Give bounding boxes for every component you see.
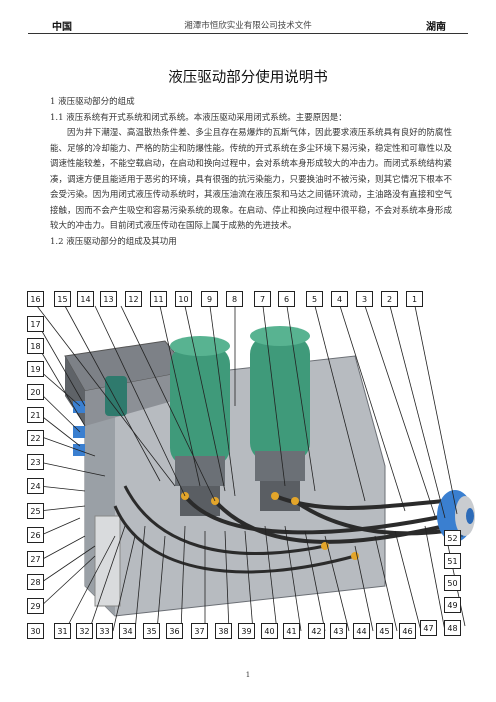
callout-6: 6 [278,291,295,307]
callout-30: 30 [27,623,44,639]
callout-52: 52 [444,530,461,546]
hydraulic-motor [437,490,475,542]
body-paragraph: 因为井下潮湿、高温散热条件差、多尘且存在易爆炸的瓦斯气体，因此要求液压系统具有良… [50,128,452,231]
callout-45: 45 [376,623,393,639]
header-left: 中国 [52,22,72,33]
callout-44: 44 [353,623,370,639]
callout-29: 29 [27,598,44,614]
callout-43: 43 [330,623,347,639]
callout-20: 20 [27,384,44,400]
callout-28: 28 [27,574,44,590]
document-title: 液压驱动部分使用说明书 [168,70,328,86]
header-right: 湖南 [426,22,446,33]
subsection-1-1: 1.1 液压系统有开式系统和闭式系统。本液压驱动采用闭式系统。主要原因是： [50,112,347,123]
hydraulic-unit-illustration [36,305,475,632]
callout-15: 15 [54,291,71,307]
callout-37: 37 [191,623,208,639]
callout-8: 8 [226,291,243,307]
motor-left [170,336,230,486]
section-heading: 1 液压驱动部分的组成 [50,97,135,107]
callout-24: 24 [27,478,44,494]
callout-26: 26 [27,527,44,543]
callout-46: 46 [399,623,416,639]
callout-14: 14 [77,291,94,307]
callout-17: 17 [27,316,44,332]
callout-11: 11 [150,291,167,307]
callout-27: 27 [27,551,44,567]
callout-50: 50 [444,575,461,591]
callout-49: 49 [444,597,461,613]
callout-34: 34 [119,623,136,639]
callout-36: 36 [166,623,183,639]
callout-18: 18 [27,338,44,354]
callout-12: 12 [125,291,142,307]
subsection-1-2: 1.2 液压驱动部分的组成及其功用 [50,236,177,247]
callout-23: 23 [27,454,44,470]
callout-16: 16 [27,291,44,307]
callout-47: 47 [420,620,437,636]
header-divider [28,33,468,34]
callout-32: 32 [76,623,93,639]
callout-51: 51 [444,553,461,569]
page-header: 中国 湘潭市恒欣实业有限公司技术文件 湖南 [28,16,468,36]
callout-7: 7 [254,291,271,307]
callout-5: 5 [306,291,323,307]
document-body: 1 液压驱动部分的组成 1.1 液压系统有开式系统和闭式系统。本液压驱动采用闭式… [50,95,452,250]
callout-22: 22 [27,430,44,446]
callout-40: 40 [261,623,278,639]
callout-10: 10 [175,291,192,307]
callout-3: 3 [356,291,373,307]
header-company: 湘潭市恒欣实业有限公司技术文件 [184,21,312,31]
callout-38: 38 [215,623,232,639]
callout-9: 9 [201,291,218,307]
callout-19: 19 [27,361,44,377]
callout-4: 4 [331,291,348,307]
callout-2: 2 [381,291,398,307]
callout-42: 42 [308,623,325,639]
callout-31: 31 [54,623,71,639]
callout-35: 35 [143,623,160,639]
page-number: 1 [245,671,251,679]
callout-39: 39 [238,623,255,639]
callout-25: 25 [27,503,44,519]
callout-48: 48 [444,620,461,636]
callout-41: 41 [283,623,300,639]
motor-right [250,326,310,481]
callout-33: 33 [96,623,113,639]
callout-13: 13 [100,291,117,307]
hydraulic-unit-figure: 16 15 14 13 12 11 10 9 8 7 6 5 4 3 2 1 1… [25,286,475,641]
callout-21: 21 [27,407,44,423]
callout-1: 1 [406,291,423,307]
